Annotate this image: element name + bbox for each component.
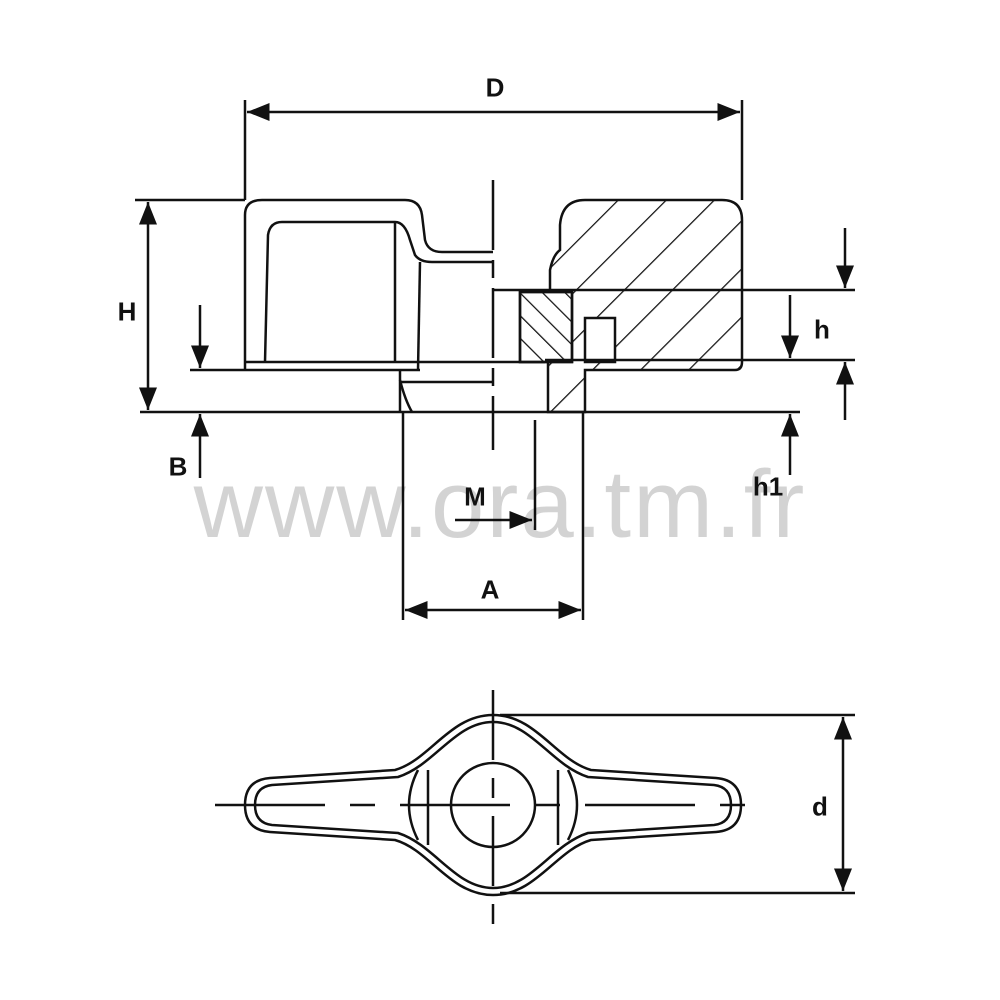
label-D: D (485, 72, 505, 103)
label-M: M (464, 481, 486, 512)
label-H: H (117, 296, 137, 327)
dimension-H (135, 198, 245, 410)
section-right-body (493, 198, 855, 414)
label-h1: h1 (752, 471, 784, 502)
section-left-body (243, 198, 545, 413)
dimension-B (190, 305, 245, 478)
dimension-D (243, 100, 744, 200)
dimension-M (455, 420, 537, 530)
plan-view-wing-nut (215, 690, 765, 930)
label-B: B (168, 451, 188, 482)
dimension-d (500, 713, 855, 895)
label-h: h (814, 314, 830, 345)
dimension-A (401, 412, 585, 620)
label-d: d (812, 791, 828, 822)
label-A: A (480, 574, 500, 605)
watermark: www.ora.tm.fr (193, 451, 807, 558)
